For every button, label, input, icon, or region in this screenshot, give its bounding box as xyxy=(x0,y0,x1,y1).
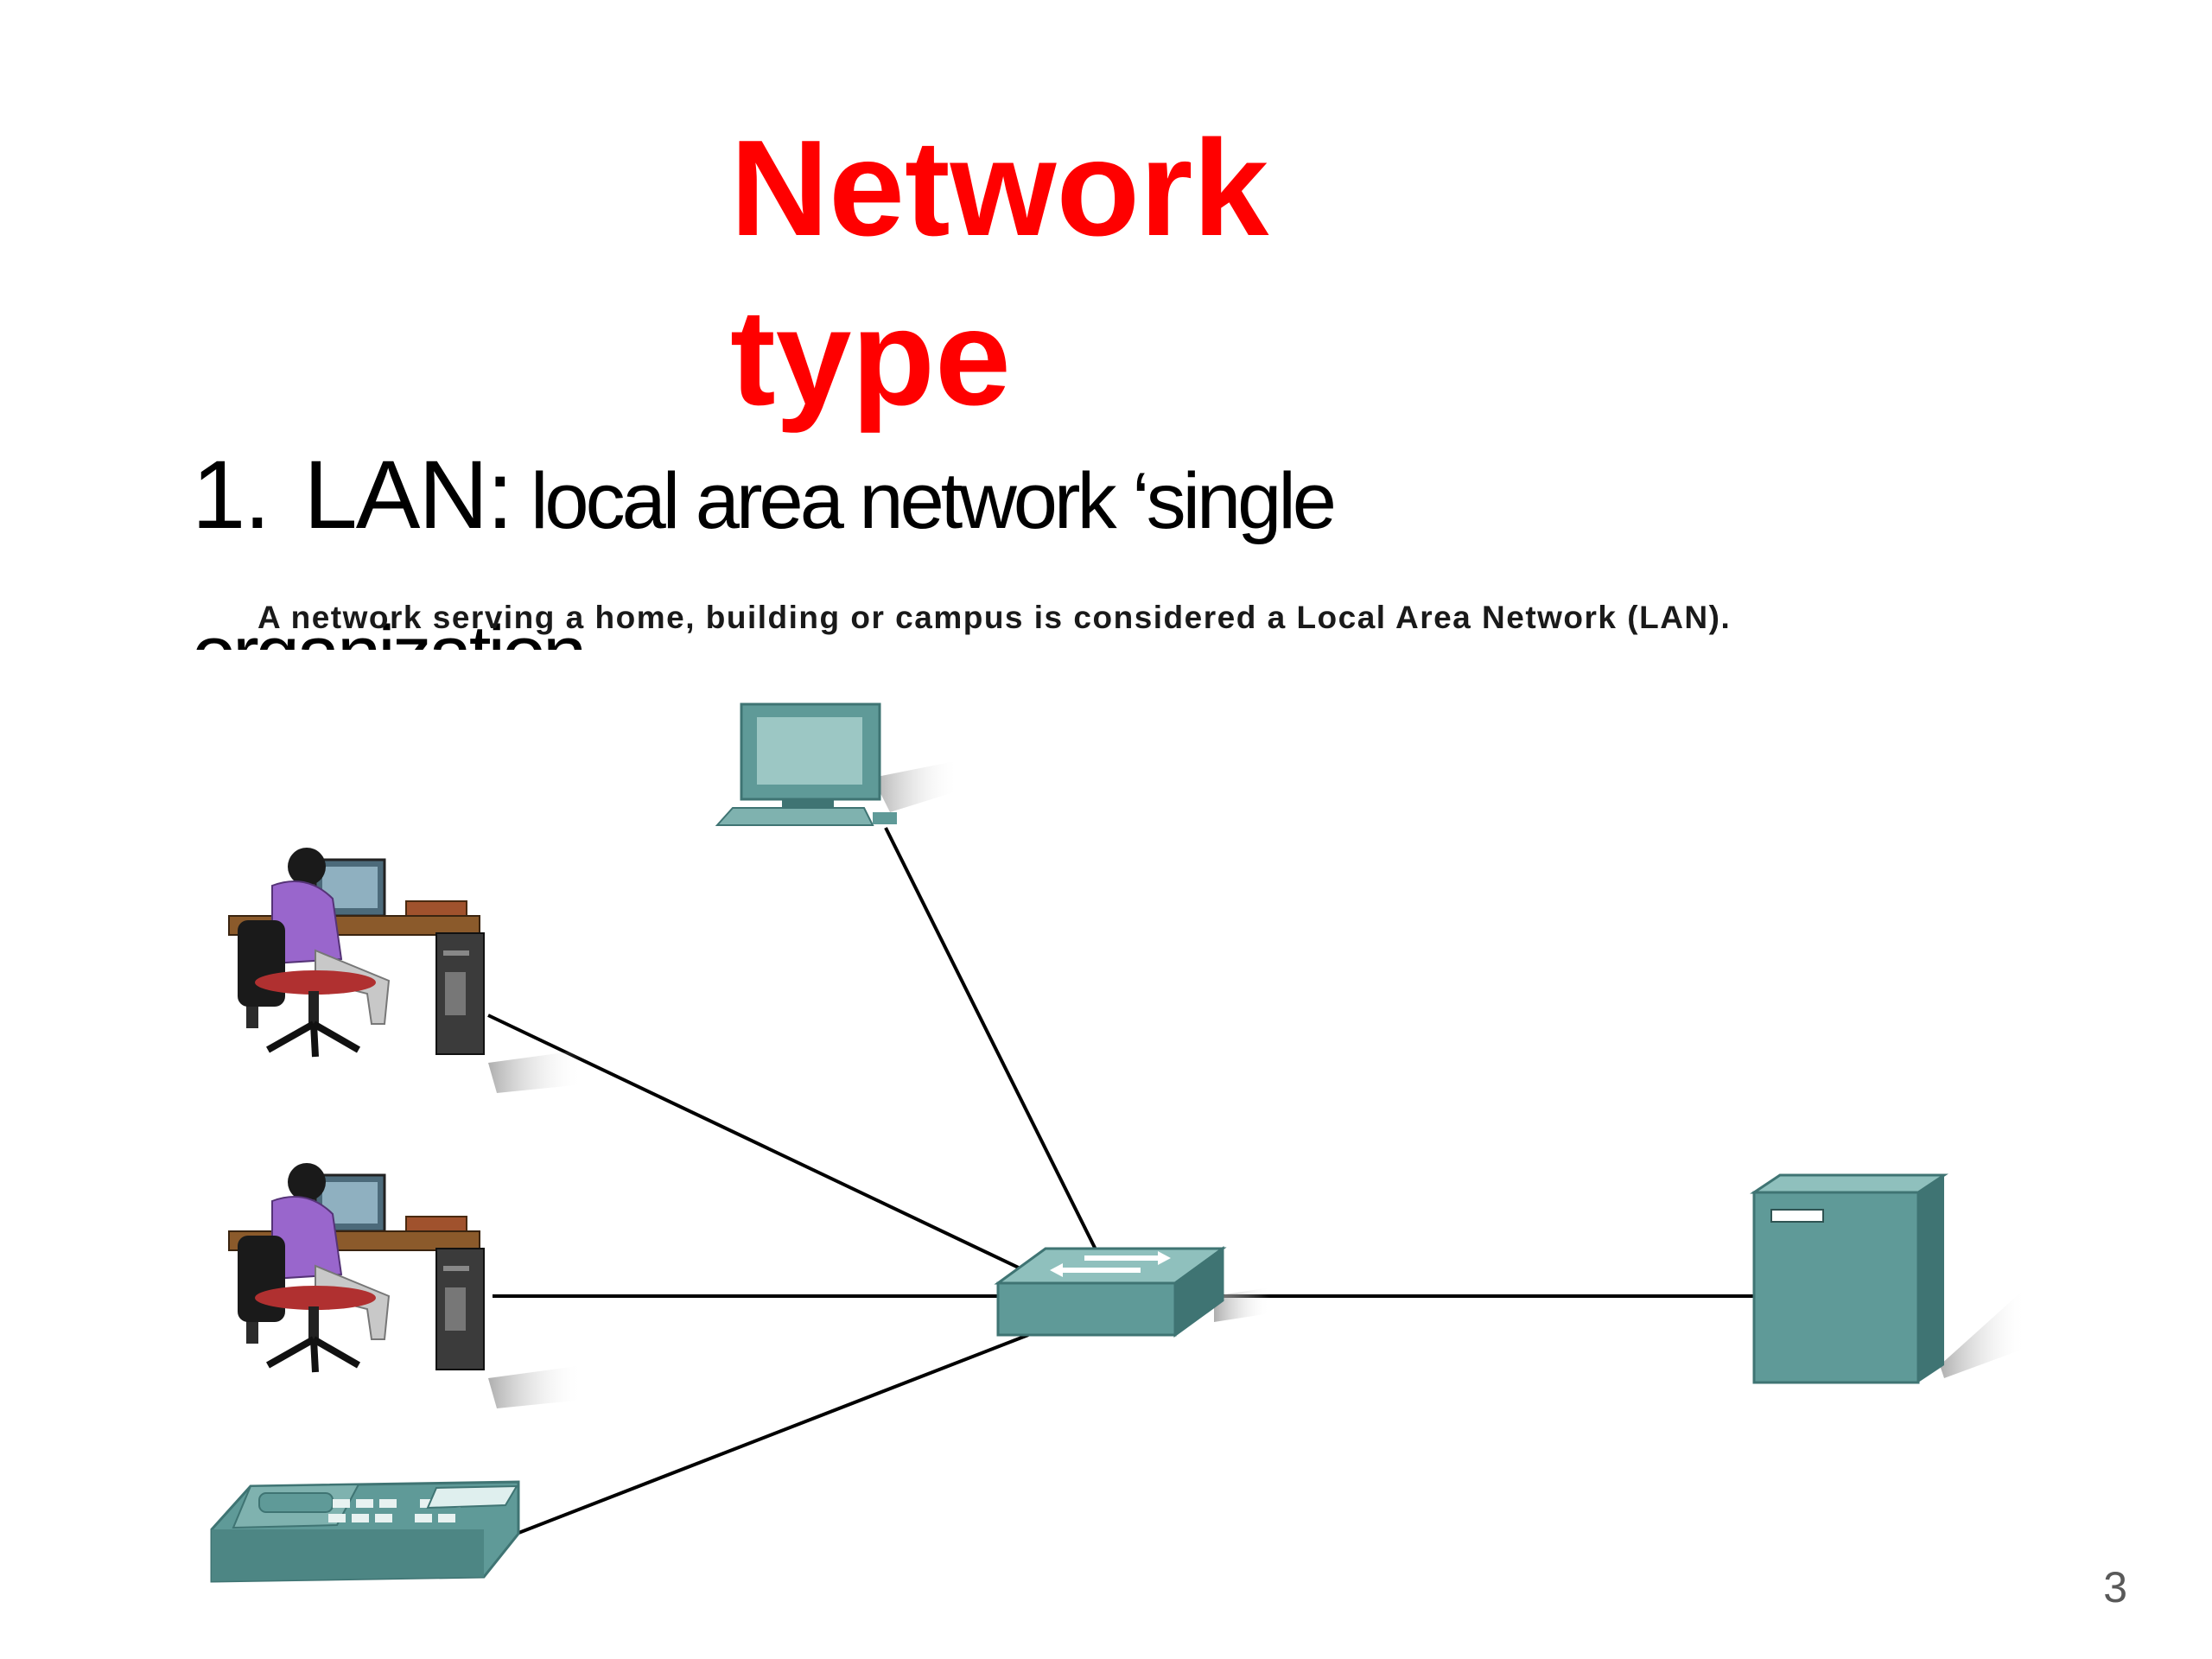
user-at-workstation-icon xyxy=(228,1163,583,1408)
bullet-number: 1. xyxy=(192,441,270,549)
diagram-caption: A network serving a home, building or ca… xyxy=(257,600,1732,635)
title-line-2: type xyxy=(730,282,1011,434)
bullet-lan: 1. LAN: local area network ‘single organi… xyxy=(192,430,1574,650)
title-line-1: Network xyxy=(730,112,1269,264)
network-links xyxy=(487,827,1763,1538)
desktop-computer-icon xyxy=(715,702,959,826)
user-at-workstation-icon xyxy=(228,848,583,1093)
server-tower-icon xyxy=(1750,1173,2026,1384)
link-phone-switch xyxy=(509,1333,1029,1538)
page-number: 3 xyxy=(2103,1563,2127,1611)
bullet-line-2: organization xyxy=(192,589,1574,650)
bullet-description: local area network ‘single xyxy=(512,457,1337,545)
slide-title: Network type xyxy=(730,104,1508,442)
ip-phone-icon xyxy=(210,1480,520,1583)
link-pc-switch xyxy=(884,827,1099,1254)
bullet-term: LAN: xyxy=(303,441,513,549)
switch-icon xyxy=(994,1246,1270,1338)
